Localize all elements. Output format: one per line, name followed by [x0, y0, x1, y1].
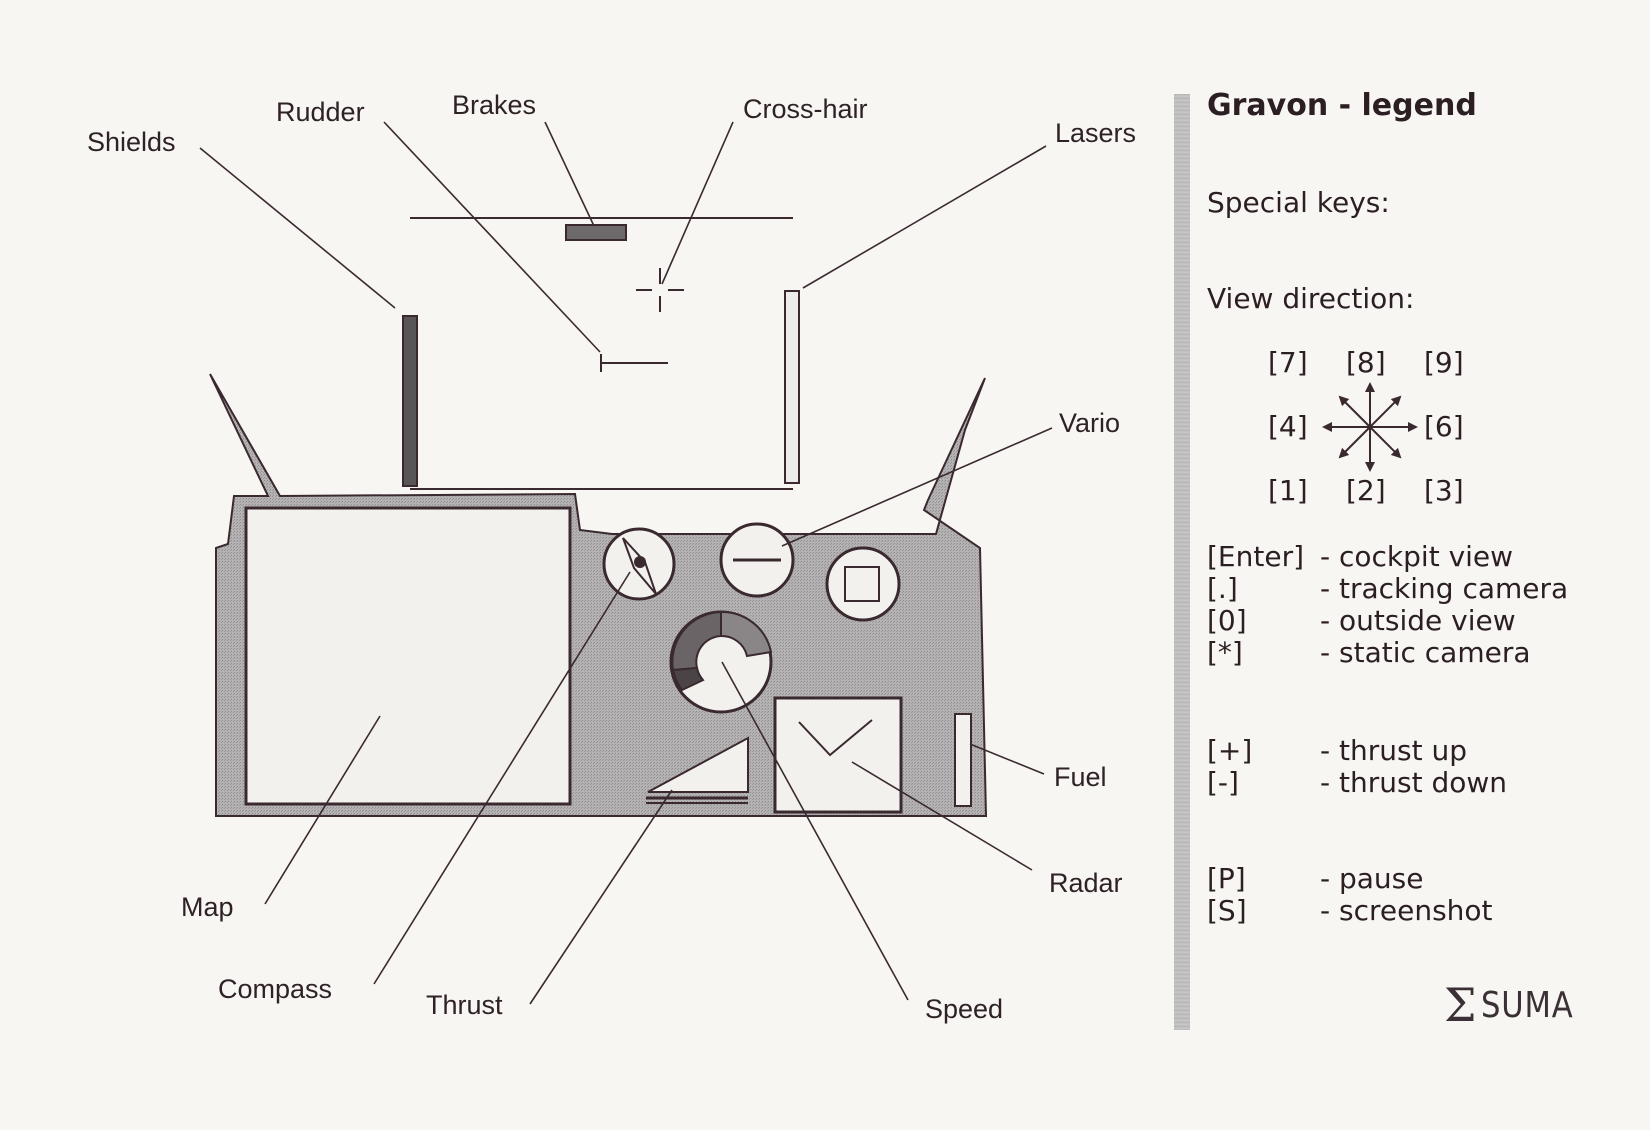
key-minus: [-]	[1207, 766, 1239, 799]
view-key-2: [2]	[1346, 474, 1386, 507]
desc-static-camera: - static camera	[1320, 636, 1531, 669]
view-key-7: [7]	[1268, 346, 1308, 379]
map-screen	[244, 506, 572, 806]
key-plus: [+]	[1207, 734, 1253, 767]
label-brakes: Brakes	[452, 90, 537, 120]
view-key-4: [4]	[1268, 410, 1308, 443]
label-vario: Vario	[1059, 408, 1121, 438]
view-key-9: [9]	[1424, 346, 1464, 379]
cockpit-diagram	[199, 121, 1053, 1005]
legend-title: Gravon - legend	[1207, 88, 1477, 123]
key-enter: [Enter]	[1207, 540, 1305, 573]
special-keys-heading: Special keys:	[1207, 186, 1390, 219]
desc-outside-view: - outside view	[1320, 604, 1516, 637]
leader-map	[264, 715, 381, 905]
desc-cockpit-view: - cockpit view	[1320, 540, 1514, 573]
label-rudder: Rudder	[276, 97, 365, 127]
sigma-icon: Σ	[1444, 978, 1477, 1032]
label-compass: Compass	[218, 974, 333, 1004]
compass-gauge	[602, 527, 676, 601]
desc-tracking-camera: - tracking camera	[1320, 572, 1569, 605]
label-shields: Shields	[87, 127, 176, 157]
status-gauge	[825, 546, 901, 622]
label-map: Map	[181, 892, 234, 922]
view-key-1: [1]	[1268, 474, 1308, 507]
key-dot: [.]	[1207, 572, 1238, 605]
leader-compass	[373, 571, 631, 985]
speed-gauge	[669, 610, 773, 714]
desc-pause: - pause	[1320, 862, 1424, 895]
suma-logo: Σ SUMA	[1444, 982, 1589, 1028]
vario-gauge	[719, 522, 795, 598]
leader-thrust	[529, 789, 673, 1005]
label-radar: Radar	[1049, 868, 1123, 898]
brakes-indicator	[565, 224, 627, 241]
label-lasers: Lasers	[1055, 118, 1137, 148]
key-star: [*]	[1207, 636, 1243, 669]
legend-divider	[1174, 94, 1190, 1030]
key-s: [S]	[1207, 894, 1247, 927]
leader-fuel	[969, 743, 1045, 775]
label-fuel: Fuel	[1054, 762, 1107, 792]
label-thrust: Thrust	[426, 990, 503, 1020]
radar-screen	[773, 696, 903, 814]
leader-lasers	[802, 145, 1047, 289]
shields-bar	[402, 315, 418, 487]
leader-speed	[721, 661, 909, 1001]
label-crosshair: Cross-hair	[743, 94, 868, 124]
desc-thrust-down: - thrust down	[1320, 766, 1508, 799]
leader-shields	[199, 147, 396, 309]
view-key-8: [8]	[1346, 346, 1386, 379]
leader-rudder	[383, 121, 601, 353]
fuel-bar	[954, 713, 972, 807]
leader-crosshair	[661, 121, 734, 285]
crosshair	[636, 268, 684, 312]
rudder-indicator	[600, 354, 668, 372]
view-direction-heading: View direction:	[1207, 282, 1415, 315]
leader-brakes	[544, 121, 595, 227]
direction-arrows-icon	[1322, 382, 1418, 472]
logo-text: SUMA	[1480, 984, 1574, 1026]
leader-vario	[781, 427, 1053, 547]
label-speed: Speed	[925, 994, 1004, 1024]
key-p: [P]	[1207, 862, 1246, 895]
desc-thrust-up: - thrust up	[1320, 734, 1467, 767]
leader-radar	[851, 761, 1033, 871]
view-key-3: [3]	[1424, 474, 1464, 507]
lasers-bar	[784, 290, 800, 484]
callout-lines	[199, 121, 1053, 1005]
key-zero: [0]	[1207, 604, 1247, 637]
view-key-6: [6]	[1424, 410, 1464, 443]
desc-screenshot: - screenshot	[1320, 894, 1493, 927]
